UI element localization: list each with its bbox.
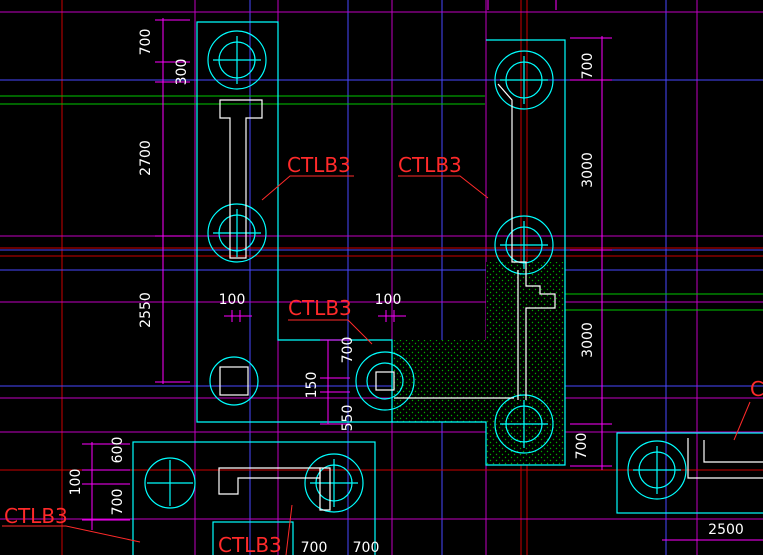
label-ctlb-left: CTLB3 [287, 153, 351, 177]
dim-100-c: 100 [68, 469, 84, 496]
dim-2700: 2700 [138, 140, 154, 176]
dimension-texts: 700 300 2700 2550 100 100 700 150 550 70… [68, 29, 744, 555]
dim-700-right-top: 700 [580, 53, 596, 80]
dim-100-b: 100 [375, 292, 402, 308]
dim-700-mid: 700 [340, 337, 356, 364]
dim-300: 300 [174, 59, 190, 86]
beam-outlines [218, 83, 763, 511]
label-ctlb-edge: C [750, 377, 763, 401]
dim-3000-right-1: 3000 [580, 152, 596, 188]
pile-10 [627, 440, 687, 500]
pile-8 [144, 457, 196, 509]
piles [144, 30, 687, 513]
dim-700-top: 700 [138, 29, 154, 56]
pile-3 [209, 356, 259, 406]
dim-600: 600 [110, 437, 126, 464]
label-ctlb-mid: CTLB3 [288, 296, 352, 320]
pile-6 [494, 394, 554, 454]
dim-700-bottom-b: 700 [353, 540, 380, 555]
dim-2500: 2500 [708, 522, 744, 538]
pile-5 [494, 215, 554, 275]
member-labels: CTLB3 CTLB3 CTLB3 CTLB3 CTLB3 C [4, 153, 763, 555]
pile-7 [355, 351, 415, 411]
dim-150: 150 [304, 372, 320, 399]
dim-700-bottom-a: 700 [301, 540, 328, 555]
dim-700-left: 700 [110, 489, 126, 516]
pile-2 [207, 203, 267, 263]
pile-4 [494, 50, 554, 110]
label-ctlb-bottom-left: CTLB3 [4, 504, 68, 528]
label-ctlb-right: CTLB3 [398, 153, 462, 177]
dim-3000-right-2: 3000 [580, 322, 596, 358]
dim-550: 550 [340, 405, 356, 432]
dimension-lines [82, 0, 763, 541]
pile-1 [207, 30, 267, 90]
hatched-slab-region [392, 262, 565, 465]
pile-cap-outlines [132, 21, 763, 555]
dim-100-a: 100 [219, 292, 246, 308]
dim-700-right-bottom: 700 [574, 433, 590, 460]
label-ctlb-bottom: CTLB3 [218, 533, 282, 555]
pile-9 [304, 453, 364, 513]
dim-2550: 2550 [138, 292, 154, 328]
leader-lines [2, 175, 751, 555]
